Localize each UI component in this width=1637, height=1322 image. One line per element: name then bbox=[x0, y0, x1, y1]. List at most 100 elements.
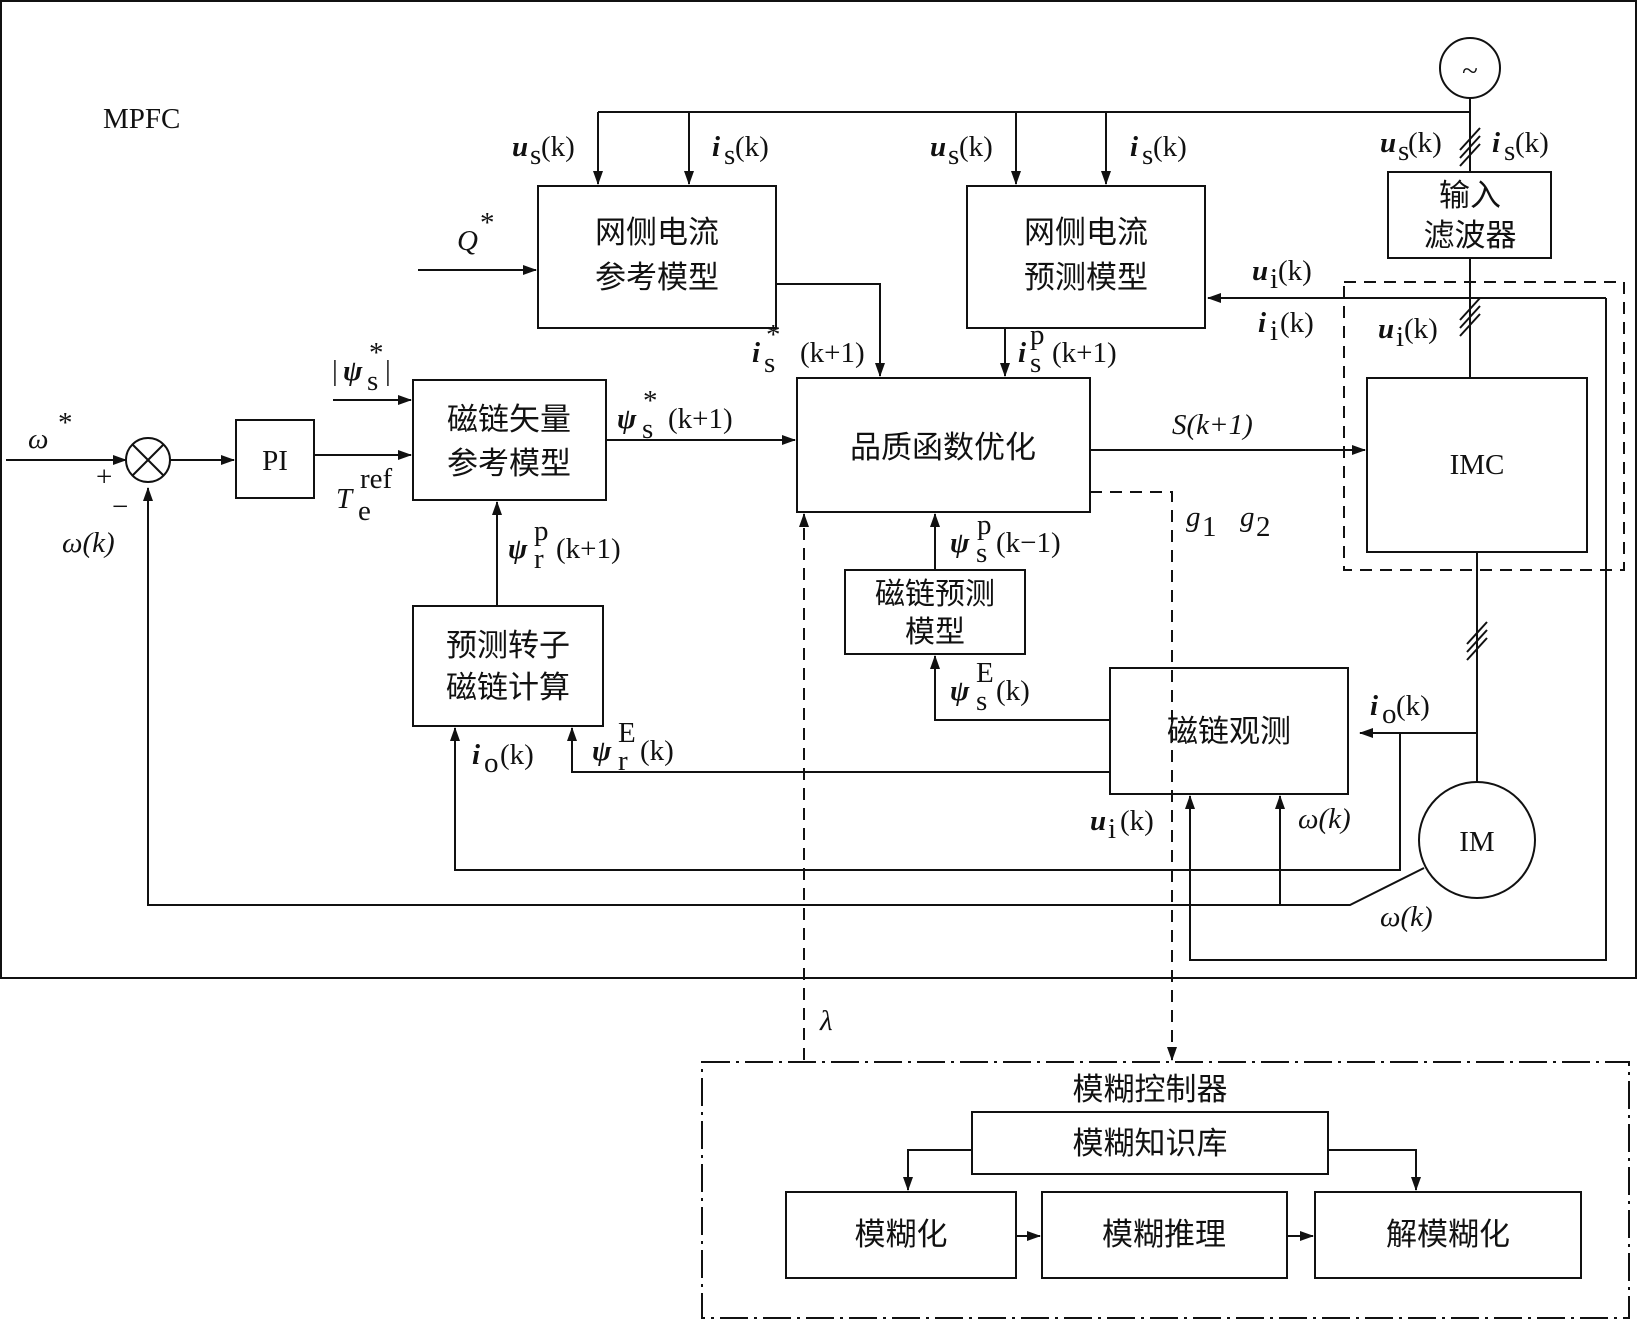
defuzzify-label: 解模糊化 bbox=[1386, 1217, 1510, 1253]
svg-text:(k): (k) bbox=[1396, 690, 1430, 722]
svg-text:E: E bbox=[976, 657, 994, 689]
svg-text:(k): (k) bbox=[1280, 307, 1314, 339]
svg-text:o: o bbox=[1382, 698, 1397, 730]
label-is-p-k1: i s p (k+1) bbox=[1018, 319, 1117, 379]
label-us-k-1: u s (k) bbox=[512, 131, 575, 171]
label-io-k-obs: i o (k) bbox=[1370, 690, 1430, 730]
svg-text:s: s bbox=[1398, 135, 1409, 167]
label-us-is-source: u s (k) i s (k) bbox=[1380, 127, 1549, 167]
svg-text:Q: Q bbox=[457, 225, 478, 257]
svg-text:r: r bbox=[618, 745, 628, 777]
label-omega-k-obs: ω(k) bbox=[1298, 803, 1351, 835]
svg-text:(k): (k) bbox=[1515, 127, 1549, 159]
svg-text:(k): (k) bbox=[1153, 131, 1187, 163]
svg-text:i: i bbox=[1370, 690, 1378, 722]
svg-text:(k): (k) bbox=[1278, 255, 1312, 287]
mpfc-frame bbox=[0, 0, 1637, 979]
svg-text:*: * bbox=[480, 207, 495, 239]
svg-text:*: * bbox=[58, 407, 73, 439]
svg-text:p: p bbox=[1030, 319, 1045, 351]
svg-text:ω(k): ω(k) bbox=[62, 527, 115, 559]
three-phase-mark-top bbox=[1459, 127, 1481, 167]
svg-text:ref: ref bbox=[360, 463, 393, 495]
svg-text:(k+1): (k+1) bbox=[668, 403, 733, 435]
svg-text:i: i bbox=[1270, 315, 1278, 347]
svg-text:s: s bbox=[367, 365, 378, 397]
label-q-star: Q * bbox=[457, 207, 495, 257]
svg-text:s: s bbox=[1142, 139, 1153, 171]
svg-text:i: i bbox=[1018, 337, 1026, 369]
svg-text:i: i bbox=[1396, 321, 1404, 353]
svg-text:ω: ω bbox=[28, 423, 48, 455]
svg-text:(k+1): (k+1) bbox=[1052, 337, 1117, 369]
rotor-calc-line1: 预测转子 bbox=[446, 628, 570, 664]
label-psi-s-e-k: ψ s E (k) bbox=[950, 657, 1030, 717]
svg-text:i: i bbox=[1492, 127, 1500, 159]
svg-text:ψ: ψ bbox=[592, 735, 612, 767]
imc-label: IMC bbox=[1450, 449, 1505, 481]
flux-ref-line2: 参考模型 bbox=[447, 446, 571, 482]
svg-text:s: s bbox=[530, 139, 541, 171]
fuzzy-inference-label: 模糊推理 bbox=[1102, 1217, 1226, 1253]
svg-text:i: i bbox=[712, 131, 720, 163]
label-psi-r-p-k1: ψ r p (k+1) bbox=[508, 515, 621, 575]
three-phase-mark-motor bbox=[1466, 621, 1488, 661]
label-ui-k-feed: u i (k) bbox=[1252, 255, 1312, 295]
fuzzy-knowledge-base-label: 模糊知识库 bbox=[1073, 1126, 1228, 1162]
label-s-k1: S(k+1) bbox=[1172, 409, 1253, 441]
svg-text:(k+1): (k+1) bbox=[800, 337, 865, 369]
im-label: IM bbox=[1459, 826, 1494, 858]
label-ui-k-obs: u i (k) bbox=[1090, 805, 1154, 845]
grid-pred-line2: 预测模型 bbox=[1024, 260, 1148, 296]
label-lambda: λ bbox=[819, 1005, 833, 1037]
svg-text:S(k+1): S(k+1) bbox=[1172, 409, 1253, 441]
summing-junction bbox=[125, 437, 171, 483]
label-te-ref: T e ref bbox=[336, 463, 393, 527]
svg-text:u: u bbox=[1378, 313, 1394, 345]
svg-text:u: u bbox=[1252, 255, 1268, 287]
label-omega-k-sum: ω(k) bbox=[62, 527, 115, 559]
svg-text:u: u bbox=[1090, 805, 1106, 837]
svg-text:*: * bbox=[369, 337, 384, 369]
svg-text:g: g bbox=[1240, 501, 1255, 533]
svg-text:*: * bbox=[643, 385, 658, 417]
svg-text:*: * bbox=[766, 319, 781, 351]
svg-text:s: s bbox=[948, 139, 959, 171]
svg-text:(k): (k) bbox=[735, 131, 769, 163]
svg-text:(k): (k) bbox=[640, 735, 674, 767]
svg-text:ψ: ψ bbox=[617, 403, 637, 435]
svg-text:ψ: ψ bbox=[950, 675, 970, 707]
svg-text:i: i bbox=[1130, 131, 1138, 163]
label-psi-s-p-km1: ψ s p (k−1) bbox=[950, 509, 1061, 569]
flux-observer-block bbox=[1109, 667, 1349, 795]
three-phase-mark-filter bbox=[1459, 297, 1481, 337]
label-us-k-2: u s (k) bbox=[930, 131, 993, 171]
flux-vector-reference-block bbox=[412, 379, 607, 501]
svg-text:u: u bbox=[930, 131, 946, 163]
ac-source-icon: ~ bbox=[1462, 55, 1478, 87]
sum-plus: + bbox=[96, 461, 112, 493]
defuzzify-block bbox=[1314, 1191, 1582, 1279]
svg-text:s: s bbox=[976, 685, 987, 717]
fuzzy-controller-boundary bbox=[701, 1061, 1630, 1319]
label-ii-k-feed: i i (k) bbox=[1258, 307, 1314, 347]
grid-ref-line1: 网侧电流 bbox=[595, 215, 719, 251]
label-omega-k-motor: ω(k) bbox=[1380, 901, 1433, 933]
svg-text:(k−1): (k−1) bbox=[996, 527, 1061, 559]
quality-label: 品质函数优化 bbox=[850, 430, 1036, 466]
mpfc-label: MPFC bbox=[103, 103, 180, 135]
svg-text:e: e bbox=[358, 495, 371, 527]
svg-text:s: s bbox=[764, 347, 775, 379]
grid-current-reference-block bbox=[537, 185, 777, 329]
svg-text:p: p bbox=[977, 509, 992, 541]
svg-text:(k): (k) bbox=[541, 131, 575, 163]
flux-pred-line2: 模型 bbox=[905, 615, 965, 650]
grid-pred-line1: 网侧电流 bbox=[1024, 215, 1148, 251]
svg-text:i: i bbox=[1108, 813, 1116, 845]
label-is-star-k1: i s * (k+1) bbox=[752, 319, 865, 379]
svg-text:(k): (k) bbox=[1120, 805, 1154, 837]
label-psi-s-abs: | ψ s * | bbox=[332, 337, 391, 397]
label-is-k-2: i s (k) bbox=[1130, 131, 1187, 171]
svg-text:(k): (k) bbox=[996, 675, 1030, 707]
label-is-k-1: i s (k) bbox=[712, 131, 769, 171]
